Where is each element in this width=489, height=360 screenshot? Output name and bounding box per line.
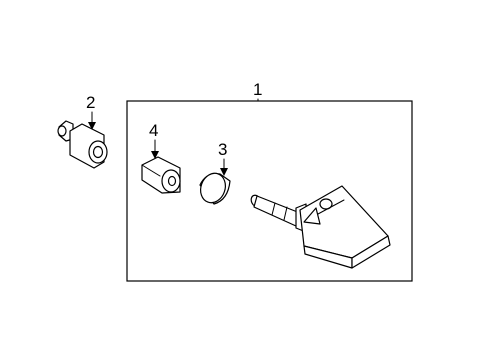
callout-1-label: 1	[253, 80, 262, 99]
assembly-box	[126, 100, 413, 282]
grommet-part	[141, 156, 181, 194]
cap-part	[199, 172, 231, 205]
valve-nut-part	[57, 120, 108, 169]
callout-2-label: 2	[86, 93, 95, 112]
callout-4-label: 4	[149, 121, 158, 140]
callout-3-label: 3	[218, 140, 227, 159]
tpms-sensor-part	[250, 185, 391, 269]
